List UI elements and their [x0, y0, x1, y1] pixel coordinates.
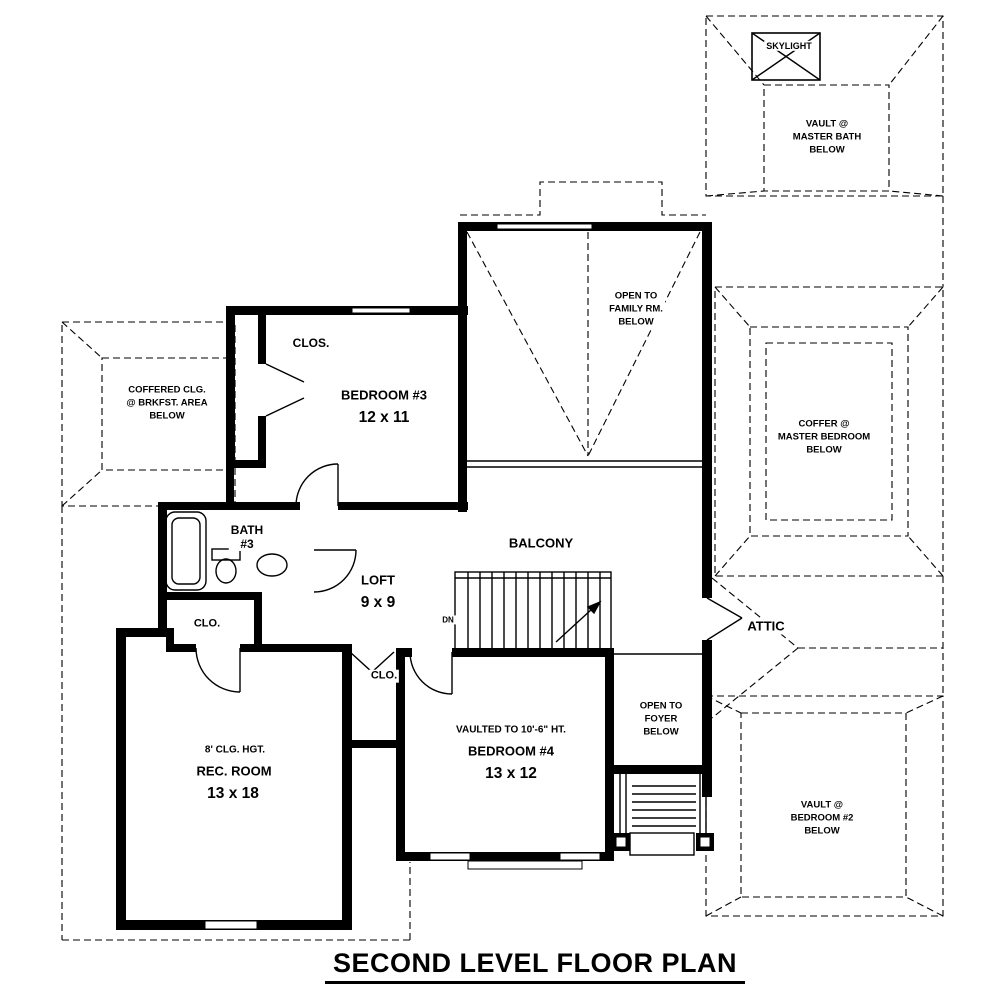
- annotation-open-foyer: OPEN TO FOYER BELOW: [637, 699, 685, 739]
- room-label-rec-room: REC. ROOM: [194, 763, 274, 780]
- annotation-line: VAULT @: [805, 118, 849, 130]
- annotation-line: MASTER BEDROOM: [777, 431, 871, 443]
- annotation-line: FOYER: [644, 713, 678, 725]
- room-dims-bedroom3: 12 x 11: [356, 409, 412, 427]
- windows-layer: [204, 223, 711, 930]
- annotation-vault-master-bath: VAULT @ MASTER BATH BELOW: [790, 117, 864, 157]
- annotation-line: FAMILY RM.: [609, 303, 663, 315]
- annotation-line: COFFER @: [798, 418, 850, 430]
- annotation-line: BELOW: [618, 316, 654, 328]
- plan-title: SECOND LEVEL FLOOR PLAN: [324, 948, 746, 984]
- annotation-line: BELOW: [149, 410, 185, 422]
- annotation-line: BELOW: [806, 444, 842, 456]
- room-note-bedroom4: VAULTED TO 10'-6" HT.: [454, 724, 568, 736]
- bathtub: [165, 511, 207, 591]
- toilet: [211, 548, 241, 584]
- annotation-coffer-master: COFFER @ MASTER BEDROOM BELOW: [775, 417, 873, 457]
- annotation-coffered-brkfst: COFFERED CLG. @ BRKFST. AREA BELOW: [124, 383, 210, 423]
- stairs-down-arrow: [555, 600, 602, 643]
- room-label-line: #3: [240, 537, 254, 551]
- annotation-line: @ BRKFST. AREA: [126, 397, 208, 409]
- room-label-bedroom4: BEDROOM #4: [466, 743, 556, 760]
- annotation-line: BELOW: [809, 144, 845, 156]
- room-label-bedroom3: BEDROOM #3: [339, 387, 429, 404]
- stairs-dn-label: DN: [440, 615, 456, 625]
- room-label-clo-bed4: CLO.: [368, 669, 400, 683]
- room-dims-bedroom4: 13 x 12: [483, 765, 539, 783]
- annotation-skylight: SKYLIGHT: [764, 40, 814, 52]
- annotation-line: BELOW: [804, 825, 840, 837]
- stairs: [454, 571, 612, 651]
- room-label-line: BATH: [230, 523, 264, 537]
- details-layer: [165, 32, 821, 856]
- room-label-clo-hall: CLO.: [191, 617, 223, 631]
- annotation-line: VAULT @: [800, 799, 844, 811]
- sink: [256, 553, 288, 577]
- room-label-attic: ATTIC: [745, 618, 787, 635]
- room-dims-loft: 9 x 9: [358, 594, 398, 612]
- annotation-line: COFFERED CLG.: [128, 384, 206, 396]
- roof-outline-layer: [61, 15, 944, 941]
- room-label-loft: LOFT: [359, 572, 397, 589]
- annotation-vault-bedroom2: VAULT @ BEDROOM #2 BELOW: [788, 798, 856, 838]
- door-swings: [195, 363, 743, 695]
- annotation-line: BELOW: [643, 726, 679, 738]
- annotation-line: OPEN TO: [614, 290, 658, 302]
- room-dims-rec-room: 13 x 18: [205, 785, 261, 803]
- annotation-line: BEDROOM #2: [790, 812, 854, 824]
- annotation-line: MASTER BATH: [792, 131, 862, 143]
- entry-steps: [619, 774, 707, 856]
- room-label-closet: CLOS.: [290, 336, 332, 350]
- room-label-bath3: BATH #3: [228, 523, 266, 551]
- room-label-balcony: BALCONY: [506, 535, 576, 552]
- room-note-rec-room: 8' CLG. HGT.: [202, 744, 268, 756]
- walls-layer: [116, 222, 714, 930]
- annotation-open-family: OPEN TO FAMILY RM. BELOW: [607, 289, 665, 329]
- annotation-line: OPEN TO: [639, 700, 683, 712]
